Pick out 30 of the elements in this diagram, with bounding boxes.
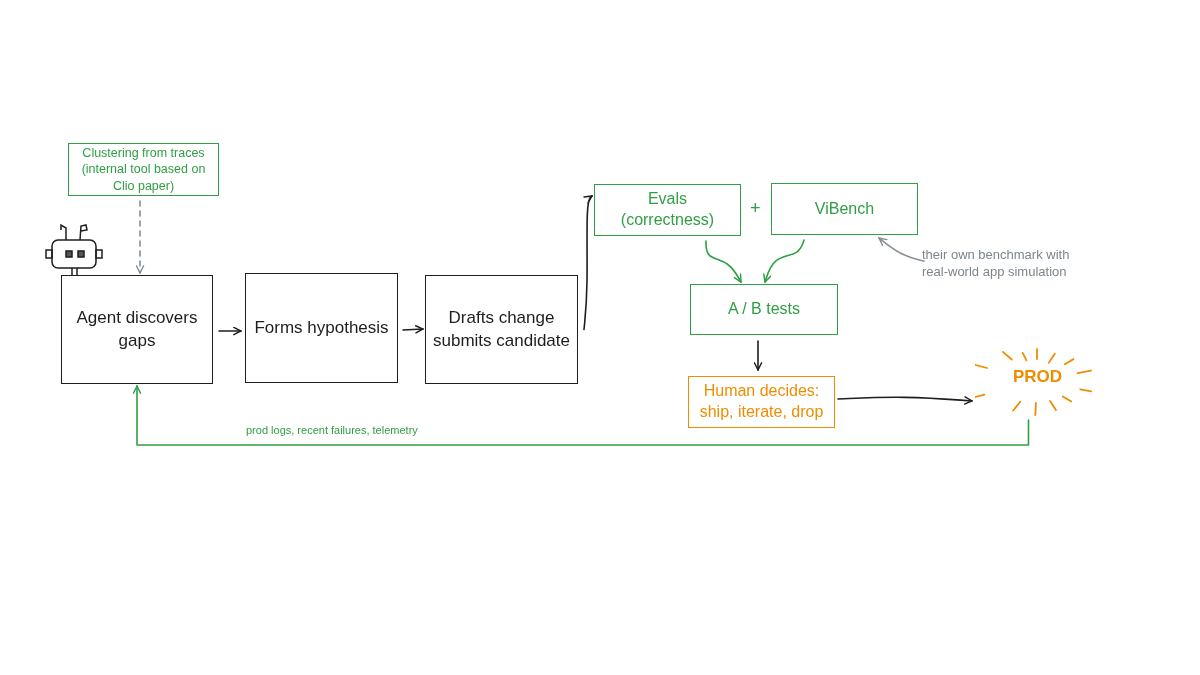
box-label: Clustering from traces (internal tool based on Clio paper) <box>80 145 207 194</box>
test-box <box>690 284 838 335</box>
box-label: Human decides: ship, iterate, drop <box>698 381 825 422</box>
box-label: Agent discovers gaps <box>75 307 199 352</box>
plus-sign: + <box>750 198 761 219</box>
arrow <box>837 396 973 405</box>
process-box <box>425 275 578 384</box>
arrow <box>583 195 593 331</box>
box-label: ViBench <box>813 198 876 219</box>
edge-label: prod logs, recent failures, telemetry <box>244 424 420 436</box>
box-label: Drafts change submits candidate <box>432 307 571 352</box>
annotation-text: their own benchmark with real-world app simulation <box>922 247 1071 281</box>
arrow <box>132 385 1030 446</box>
eval-box <box>594 184 741 236</box>
process-box <box>61 275 213 384</box>
eval-box <box>771 183 918 235</box>
arrow <box>218 326 242 336</box>
arrow <box>753 340 763 371</box>
source-box <box>68 143 219 196</box>
arrow <box>878 237 925 262</box>
dashed-arrow <box>135 200 145 274</box>
arrow <box>402 325 424 334</box>
box-label: Evals (correctness) <box>619 189 716 230</box>
arrow <box>705 240 742 283</box>
decision-box <box>688 376 835 428</box>
box-label: Forms hypothesis <box>253 316 390 339</box>
prod-label: PROD <box>1012 366 1063 389</box>
arrow <box>763 239 805 283</box>
process-box <box>245 273 398 383</box>
box-label: A / B tests <box>727 299 801 320</box>
